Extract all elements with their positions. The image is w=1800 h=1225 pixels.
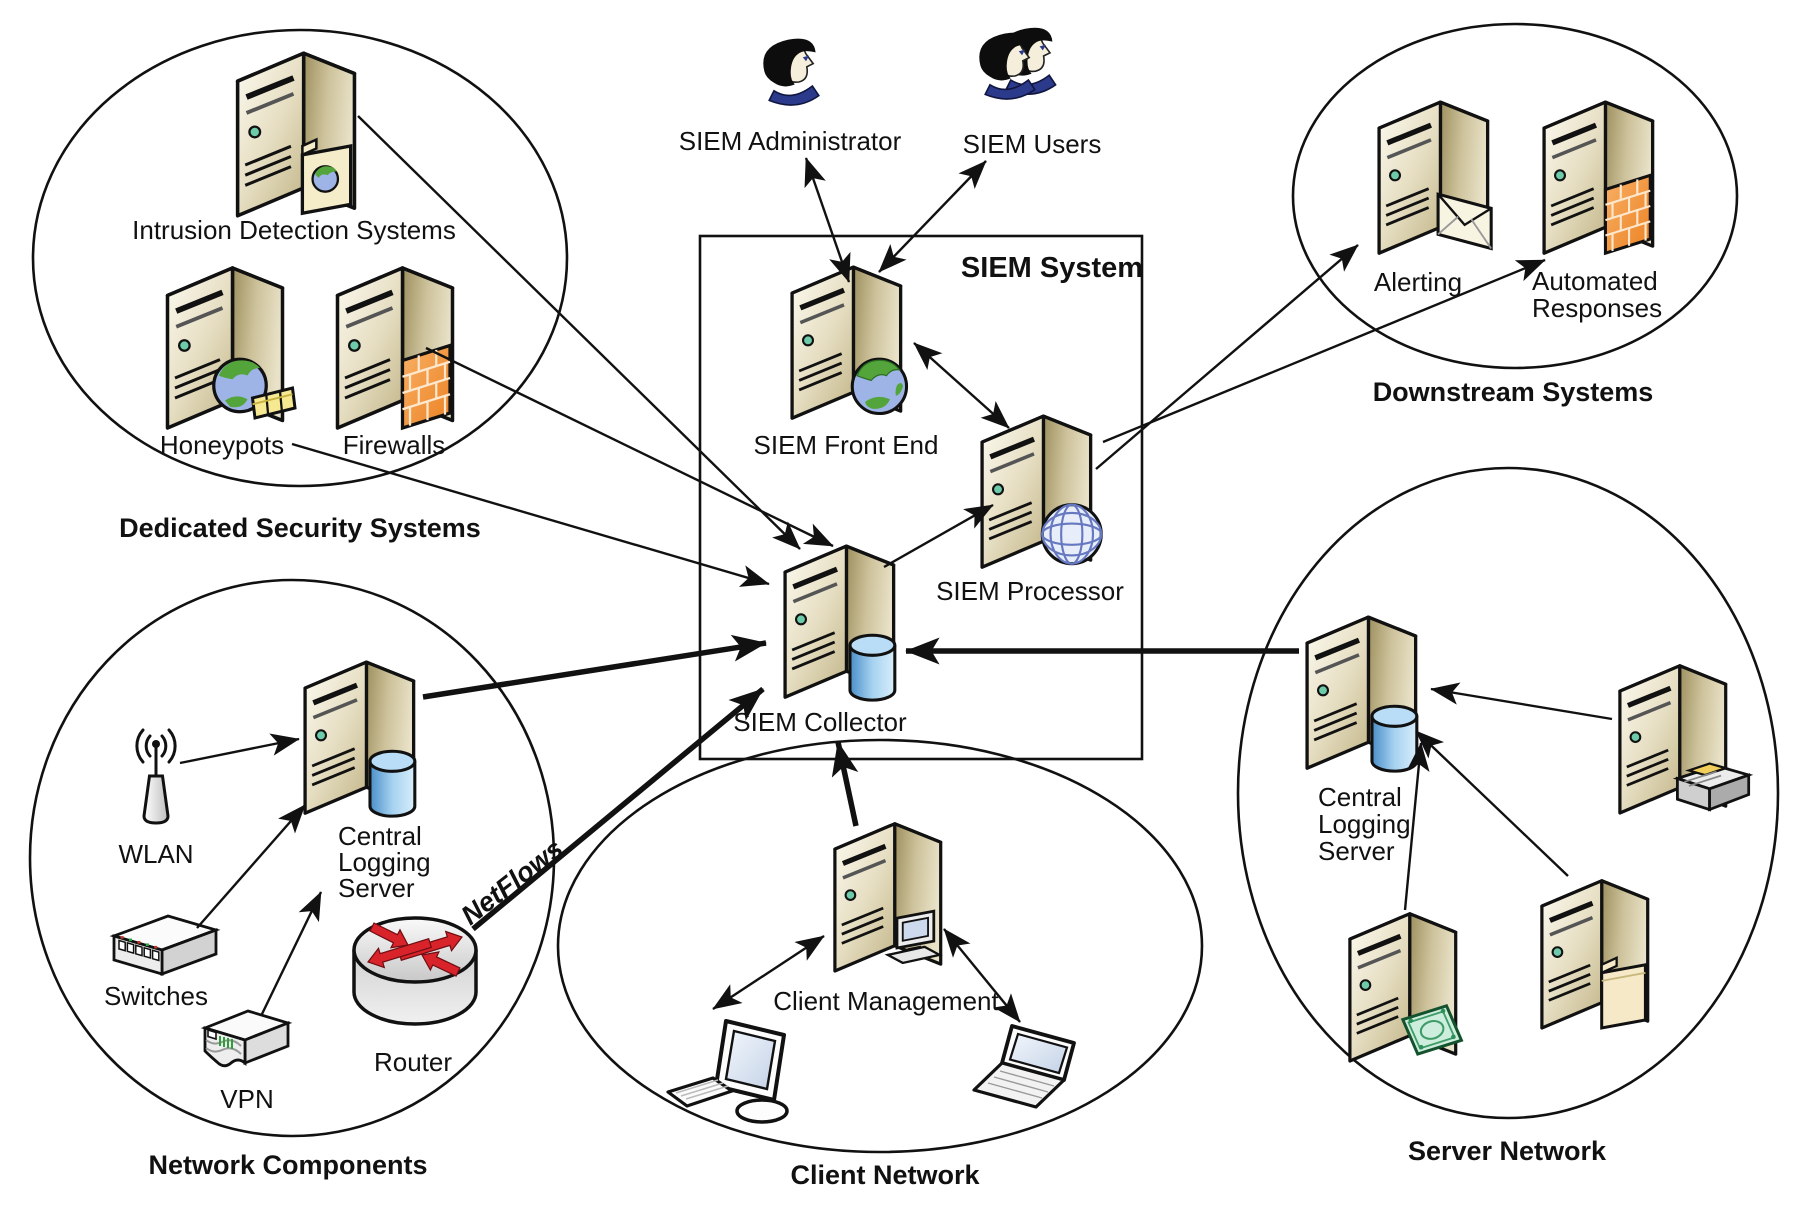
edge-router-collector	[471, 686, 765, 932]
server-with-banknote-server-icon	[1348, 912, 1464, 1063]
central-logging-server-right-label-3: Server	[1318, 836, 1395, 866]
edge-ids-collector	[357, 115, 801, 550]
router-label: Router	[374, 1047, 452, 1077]
client-management-server-icon	[833, 822, 943, 973]
alerting-server-icon	[1377, 100, 1493, 255]
database-icon	[848, 633, 897, 702]
banknote-icon	[1400, 1003, 1464, 1056]
downstream-systems-label: Downstream Systems	[1373, 377, 1654, 407]
edge-moneyserver-cls	[1403, 742, 1430, 911]
netflows-label: NetFlows	[455, 833, 568, 931]
shared-folder-icon	[300, 137, 353, 216]
firewalls-server-icon	[335, 266, 455, 431]
dedicated-security-systems-ellipse	[31, 28, 569, 488]
siem-users-people-icon	[979, 27, 1057, 100]
switches-network-switch-icon	[109, 914, 221, 977]
edge-desktop-clientmgmt	[712, 934, 825, 1011]
edge-administrator-frontend	[804, 157, 851, 283]
alerting-label: Alerting	[1374, 267, 1462, 297]
server-with-folder-server-icon	[1540, 879, 1650, 1030]
siem-front-end-label: SIEM Front End	[754, 430, 939, 460]
edge-frontend-processor	[913, 342, 1010, 429]
edge-honeypots-collector	[291, 442, 770, 587]
server-tower-icon	[833, 822, 943, 973]
siem-collector-server-icon	[783, 544, 897, 702]
database-icon	[368, 749, 417, 818]
edge-processor-autoresponses	[1102, 258, 1546, 444]
central-logging-server-left-label-3: Server	[338, 873, 415, 903]
client-network-label: Client Network	[790, 1160, 980, 1190]
folder-icon	[1600, 956, 1647, 1030]
switches-label: Switches	[104, 981, 208, 1011]
edge-firewalls-collector	[425, 346, 834, 548]
edge-clientmgmt-collector	[831, 741, 859, 827]
edge-vpn-cls	[260, 891, 323, 1015]
siem-processor-label: SIEM Processor	[936, 576, 1124, 606]
globe-icon	[850, 357, 909, 416]
central-logging-server-right-server-icon	[1305, 615, 1419, 773]
edge-processor-alerting	[1095, 244, 1359, 470]
wlan-label: WLAN	[118, 839, 193, 869]
firewall-icon	[400, 343, 452, 431]
siem-collector-label: SIEM Collector	[733, 707, 907, 737]
intrusion-detection-systems-server-icon	[235, 51, 357, 218]
vpn-label: VPN	[220, 1084, 273, 1114]
automated-responses-label-2: Responses	[1532, 293, 1662, 323]
client-management-label: Client Management	[773, 986, 999, 1016]
honeypots-server-icon	[165, 266, 297, 430]
vpn-vpn-device-icon	[200, 1009, 293, 1068]
central-logging-server-left-label-1: Central	[338, 821, 422, 851]
wlan-wlan-antenna-icon	[135, 728, 177, 825]
server-with-printer-server-icon	[1618, 664, 1754, 815]
dedicated-security-systems-label: Dedicated Security Systems	[119, 513, 481, 543]
database-icon	[1370, 704, 1419, 773]
edge-laptop-clientmgmt	[943, 928, 1021, 1023]
edge-switches-cls	[196, 804, 306, 929]
siem-administrator-person-icon	[763, 38, 820, 106]
intrusion-detection-systems-label: Intrusion Detection Systems	[132, 215, 456, 245]
siem-administrator-label: SIEM Administrator	[679, 126, 902, 156]
server-tower-icon	[1540, 879, 1650, 1030]
network-components-ellipse	[28, 578, 556, 1138]
client-network-ellipse	[556, 738, 1204, 1154]
edge-folderserver-cls	[1415, 730, 1569, 877]
printer-icon	[1672, 762, 1754, 812]
edge-printerserver-cls	[1430, 682, 1613, 721]
envelope-icon	[1436, 192, 1493, 251]
network-components-label: Network Components	[148, 1150, 427, 1180]
edge-users-frontend	[878, 160, 987, 273]
firewalls-label: Firewalls	[343, 430, 446, 460]
siem-users-label: SIEM Users	[963, 129, 1102, 159]
downstream-systems-ellipse	[1291, 22, 1739, 370]
central-logging-server-left-server-icon	[303, 660, 417, 818]
central-logging-server-left-label-2: Logging	[338, 847, 431, 877]
firewall-icon	[1603, 173, 1652, 256]
siem-processor-server-icon	[980, 414, 1103, 569]
edge-collector-processor	[883, 503, 994, 569]
central-logging-server-right-label-2: Logging	[1318, 809, 1411, 839]
desktop-client-desktop-computer-icon	[666, 1019, 789, 1124]
automated-responses-label-1: Automated	[1532, 266, 1658, 296]
honeypot-icon	[212, 357, 297, 420]
router-router-icon	[352, 916, 478, 1026]
desktop-pc-icon	[884, 909, 943, 965]
honeypots-label: Honeypots	[160, 430, 284, 460]
server-tower-icon	[1305, 615, 1418, 770]
siem-system-label: SIEM System	[961, 252, 1143, 284]
siem-front-end-server-icon	[790, 265, 909, 420]
edge-wlan-cls	[179, 733, 300, 765]
server-network-ellipse	[1236, 466, 1780, 1120]
edge-clsleft-collector	[422, 634, 767, 700]
automated-responses-server-icon	[1542, 100, 1655, 256]
server-network-label: Server Network	[1408, 1136, 1607, 1166]
central-logging-server-right-label-1: Central	[1318, 782, 1402, 812]
network-globe-icon	[1040, 503, 1103, 566]
laptop-client-laptop-icon	[972, 1024, 1076, 1109]
